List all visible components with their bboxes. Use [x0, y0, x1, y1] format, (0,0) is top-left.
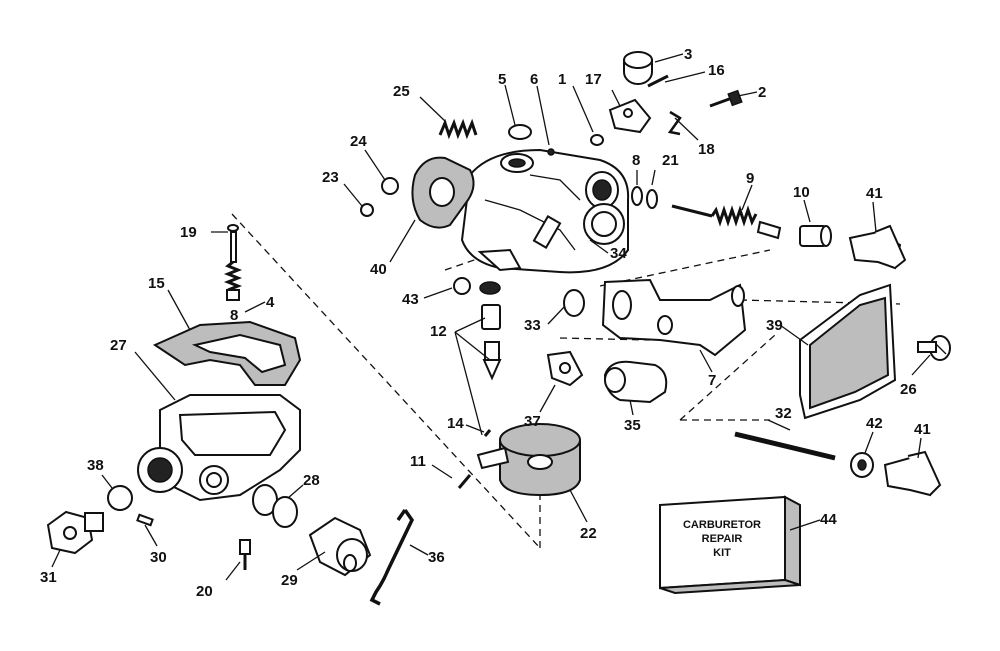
knob-bottom: [883, 450, 942, 497]
kit-line-1: CARBURETOR: [683, 519, 761, 531]
label-14: 14: [447, 415, 464, 432]
throttle-shaft: [734, 431, 836, 461]
valve-29: [308, 516, 372, 577]
knob-top: [848, 224, 907, 270]
label-33: 33: [524, 317, 541, 334]
packing-nut: [799, 225, 832, 247]
pin-30: [136, 513, 154, 527]
label-19: 19: [180, 224, 197, 241]
pin-16: [647, 74, 669, 88]
bushing: [850, 452, 874, 478]
o-rings-28: [252, 484, 298, 528]
label-29: 29: [281, 572, 298, 589]
cover-plate: [799, 283, 897, 420]
label-44: 44: [820, 511, 837, 528]
label-37: 37: [524, 413, 541, 430]
screw-19: [223, 224, 243, 301]
label-35: 35: [624, 417, 641, 434]
label-31: 31: [40, 569, 57, 586]
spring: [438, 118, 478, 140]
washer-21: [646, 189, 658, 209]
float: [476, 423, 581, 497]
label-20: 20: [196, 583, 213, 600]
label-12: 12: [430, 323, 447, 340]
bracket: [601, 278, 747, 357]
cam-lever-17: [608, 98, 652, 134]
washer-24: [381, 177, 399, 195]
label-9: 9: [746, 170, 754, 187]
link-37: [546, 350, 584, 387]
label-28: 28: [303, 472, 320, 489]
label-21: 21: [662, 152, 679, 169]
kit-line-2: REPAIR: [702, 533, 743, 545]
seal-33: [563, 289, 585, 317]
part-number-labels: 1 2 3 4 5 6 7 8 8 9 10 11 12 14 15 16 17…: [40, 46, 931, 600]
label-38: 38: [87, 457, 104, 474]
label-7: 7: [708, 372, 716, 389]
needle-seat-12: [481, 304, 502, 381]
wire-link-36: [369, 508, 415, 606]
label-41-bottom: 41: [914, 421, 931, 438]
gasket-12-ring: [479, 281, 501, 295]
label-6: 6: [530, 71, 538, 88]
label-42: 42: [866, 415, 883, 432]
label-17: 17: [585, 71, 602, 88]
label-4: 4: [266, 294, 275, 311]
label-36: 36: [428, 549, 445, 566]
label-8-top: 8: [632, 152, 640, 169]
float-bowl: [137, 394, 301, 502]
pin-11: [457, 474, 472, 489]
label-26: 26: [900, 381, 917, 398]
screw-20: [239, 539, 251, 570]
label-32: 32: [775, 405, 792, 422]
label-41-top: 41: [866, 185, 883, 202]
label-3: 3: [684, 46, 692, 63]
label-10: 10: [793, 184, 810, 201]
kit-line-3: KIT: [713, 547, 731, 559]
label-23: 23: [322, 169, 339, 186]
label-2: 2: [758, 84, 766, 101]
label-34: 34: [610, 245, 627, 262]
label-11: 11: [410, 453, 426, 470]
label-24: 24: [350, 133, 367, 150]
drain-plug-31: [46, 510, 104, 555]
needle-valve: [671, 204, 782, 240]
roller-3: [623, 51, 653, 85]
washer-1: [590, 134, 604, 146]
repair-kit-box: CARBURETOR REPAIR KIT: [659, 495, 801, 595]
plug-38: [107, 485, 133, 511]
washer-8-top: [631, 186, 643, 206]
screw-2: [709, 89, 743, 108]
link-18: [667, 110, 682, 136]
label-39: 39: [766, 317, 783, 334]
label-22: 22: [580, 525, 597, 542]
label-27: 27: [110, 337, 127, 354]
label-5: 5: [498, 71, 506, 88]
carburetor-body: [460, 148, 630, 274]
cam-35: [603, 360, 668, 404]
label-8-left: 8: [230, 307, 238, 324]
label-15: 15: [148, 275, 165, 292]
label-40: 40: [370, 261, 387, 278]
gasket-15: [152, 320, 302, 386]
label-30: 30: [150, 549, 167, 566]
ball-6: [547, 148, 555, 156]
washer-23: [360, 203, 374, 217]
plug-5: [508, 124, 532, 140]
label-16: 16: [708, 62, 725, 79]
label-25: 25: [393, 83, 410, 100]
label-43: 43: [402, 291, 419, 308]
plug-43: [453, 277, 471, 295]
pin-14: [483, 429, 492, 437]
label-1: 1: [558, 71, 566, 88]
flange-gasket: [411, 156, 475, 229]
label-18: 18: [698, 141, 715, 158]
leader-lines: [51, 53, 931, 581]
screw-26: [917, 335, 951, 361]
